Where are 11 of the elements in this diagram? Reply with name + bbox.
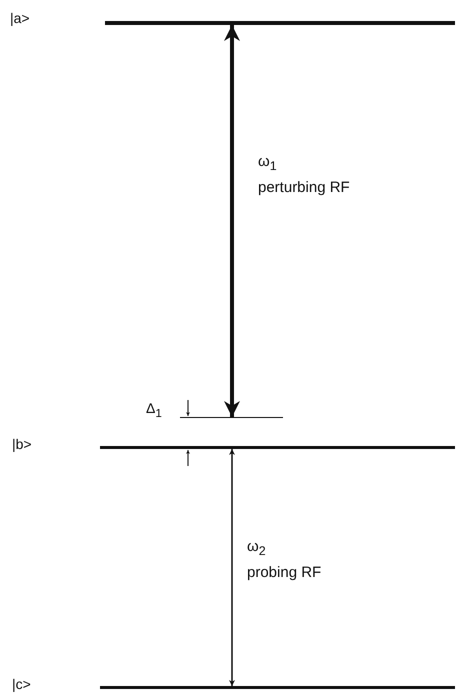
state-label: |c> (12, 676, 31, 692)
double-arrow (224, 25, 240, 417)
edge-label: ω$_{2}$ probing RF (247, 537, 322, 583)
detuning-label: Δ$_{1}$ (146, 400, 162, 420)
energy-level-line (180, 417, 283, 418)
state-label: |b> (12, 436, 32, 452)
double-arrow (229, 449, 235, 686)
energy-level-line (100, 686, 455, 689)
edge-label: ω$_{1}$ perturbing RF (258, 152, 351, 198)
energy-level-line (100, 446, 455, 449)
state-label: |a> (10, 10, 30, 26)
